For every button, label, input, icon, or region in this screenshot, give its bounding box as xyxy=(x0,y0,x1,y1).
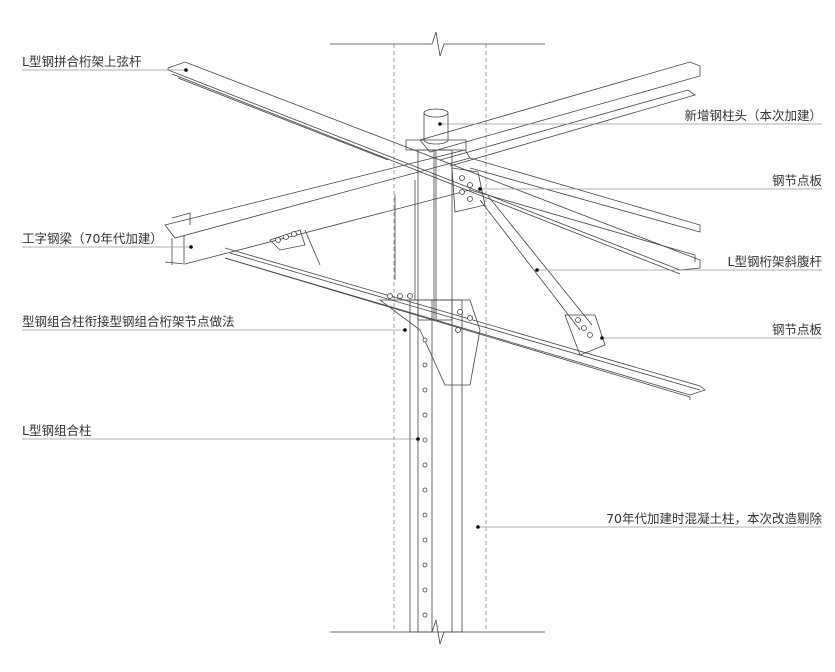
label-top-chord: L型钢拼合桁架上弦杆 xyxy=(22,54,142,69)
label-diagonal-web: L型钢桁架斜腹杆 xyxy=(727,254,822,269)
label-concrete-column: 70年代加建时混凝土柱，本次改造剔除 xyxy=(606,511,822,526)
lower-chord xyxy=(224,247,706,400)
bolt-holes xyxy=(275,175,593,618)
label-gusset-plate-upper: 钢节点板 xyxy=(771,173,822,188)
composite-column xyxy=(409,149,463,633)
concrete-column-outline xyxy=(393,44,487,632)
i-beam xyxy=(164,149,701,265)
label-new-column-head: 新增钢柱头（本次加建） xyxy=(684,108,822,123)
gusset-plates xyxy=(269,167,606,386)
new-column-head xyxy=(405,108,467,151)
label-composite-column: L型钢组合柱 xyxy=(22,423,92,438)
leader-dots xyxy=(184,68,604,529)
label-i-beam: 工字钢梁（70年代加建） xyxy=(22,231,163,246)
truss-webs xyxy=(304,180,593,331)
label-gusset-plate-lower: 钢节点板 xyxy=(771,322,822,337)
label-joint-detail: 型钢组合柱衔接型钢组合桁架节点做法 xyxy=(22,314,235,329)
leader-lines xyxy=(22,69,822,528)
